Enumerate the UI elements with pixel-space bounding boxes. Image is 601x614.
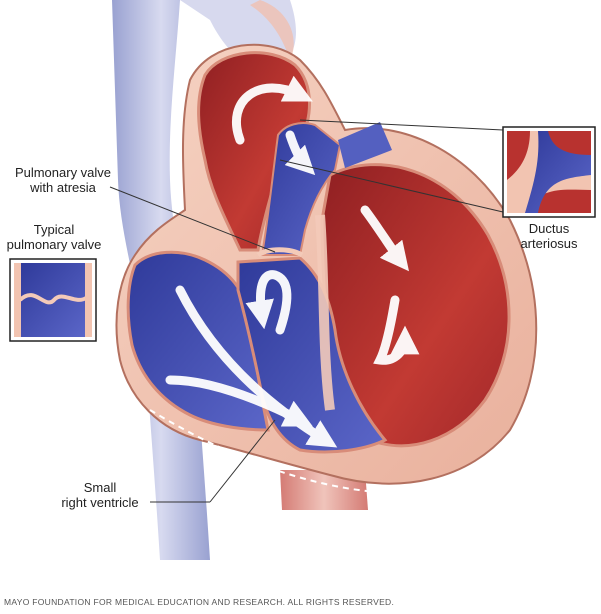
leader-ductus-2 (279, 159, 504, 213)
leader-pulmonary-atresia (109, 186, 276, 253)
normal-ventricle-outline (149, 409, 521, 495)
atretic-valve (256, 247, 304, 258)
inset-typical-valve (9, 258, 97, 342)
flow-arrows (165, 75, 420, 448)
copyright-notice: MAYO FOUNDATION FOR MEDICAL EDUCATION AN… (4, 597, 395, 607)
label-small-right-ventricle: Small right ventricle (61, 480, 139, 510)
inset-ductus (502, 126, 596, 218)
right-ventricle (126, 250, 270, 432)
leader-small-rv-2 (209, 419, 276, 503)
label-typical-pulmonary-valve: Typical pulmonary valve (6, 222, 102, 252)
label-pulmonary-valve-atresia: Pulmonary valve with atresia (14, 165, 112, 195)
pulmonary-trunk (260, 122, 342, 256)
ductus-vessel (338, 122, 392, 168)
leader-ductus (299, 119, 504, 131)
label-ductus-arteriosus: Ductus arteriosus (520, 221, 578, 251)
